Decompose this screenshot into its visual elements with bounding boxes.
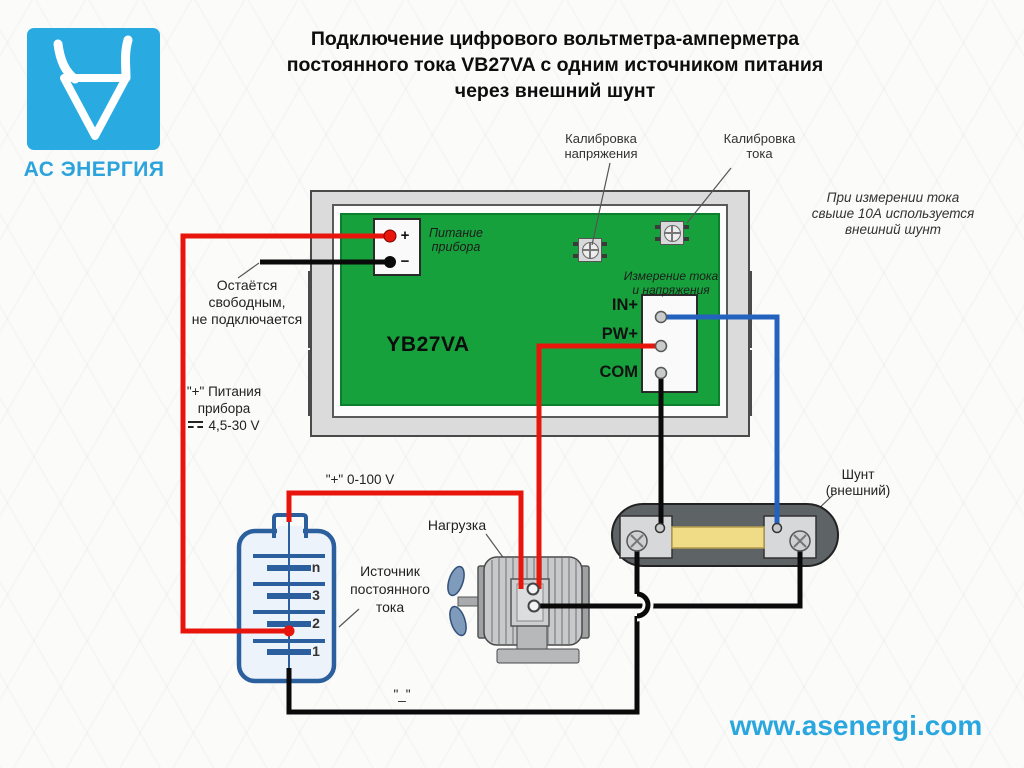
brand-name: АС ЭНЕРГИЯ [23,158,165,181]
wire-hop [636,591,651,619]
battery-tap-point [283,625,295,637]
power-block-label: Питание прибора [428,226,484,254]
page-title: Подключение цифрового вольтметра-амперме… [235,26,875,104]
voltage-calibration-trimmer [573,238,607,262]
title-line-3: через внешний шунт [454,80,656,102]
supply-range: 4,5-30 V [208,418,260,433]
title-line-1: Подключение цифрового вольтметра-амперме… [310,28,800,50]
supply-wire-label: "+" Питания прибора 4,5-30 V [186,384,262,433]
battery-cell-label: 2 [312,615,320,631]
measure-block-label: Измерение тока и напряжения [623,269,719,297]
trimmer-dial-icon [663,224,681,242]
shunt-body [611,503,839,567]
website-link: www.asenergi.com [729,710,983,741]
motor-terminal-panel [516,583,544,622]
shunt-screw-right [789,530,811,552]
device-model: YB27VA [386,333,470,356]
voltage-calibration-label: Калибровка напряжения [564,131,638,161]
measure-terminal-block [641,294,698,393]
terminal-label-pw: PW+ [601,325,638,343]
shunt-usage-note: При измерении тока свыше 10А используетс… [811,190,975,237]
shunt-sense-terminal-left [654,522,666,534]
battery-cell-label: 1 [312,643,320,659]
energy-logo-icon [53,35,133,140]
battery-cell-label: 3 [312,587,320,603]
battery-cap [272,513,308,538]
terminal-label-com: COM [599,363,639,381]
shunt-sense-terminal-right [771,522,783,534]
free-wire-label: Остаётся свободным, не подключается [191,277,303,327]
shunt-screw-left [626,530,648,552]
dc-symbol-icon [188,421,204,431]
motor-terminal-box [510,578,550,627]
motor-body [483,556,583,646]
leader-load [485,533,506,561]
motor-pedestal [516,622,548,653]
wire-load-to-shunt [535,542,803,609]
source-label: Источник постоянного тока [350,563,430,615]
brand-logo [27,28,160,150]
title-line-2: постоянного тока VB27VA с одним источник… [286,54,824,76]
terminal-label-in: IN+ [611,296,638,314]
shunt-label: Шунт (внешний) [825,467,891,498]
motor-symbol [447,556,590,664]
current-calibration-trimmer [655,221,689,245]
trimmer-dial-icon [581,241,599,259]
external-shunt [611,503,839,567]
source-plus-wire-label: "+" 0-100 V [325,472,395,487]
minus-wire-label: "_" [393,687,411,702]
wire-source-minus [286,616,640,715]
wire-hop-halo [636,588,654,622]
motor-end-cap [579,565,590,639]
motor-foot [496,648,580,664]
leader-free-wire [237,262,260,279]
power-plus-sign: + [400,227,410,244]
shunt-resistive-bar [671,526,765,549]
motor-terminal-screw [527,599,541,613]
current-calibration-label: Калибровка тока [723,131,796,161]
shunt-plate-left [619,515,673,559]
load-label: Нагрузка [427,517,487,533]
motor-end-cap [477,565,489,639]
motor-shaft [457,596,487,607]
motor-terminal-screw [526,582,540,596]
motor-fins [491,558,577,644]
shunt-plate-right [763,515,817,559]
power-minus-sign: − [400,253,410,270]
battery-cell-label: n [311,559,321,575]
